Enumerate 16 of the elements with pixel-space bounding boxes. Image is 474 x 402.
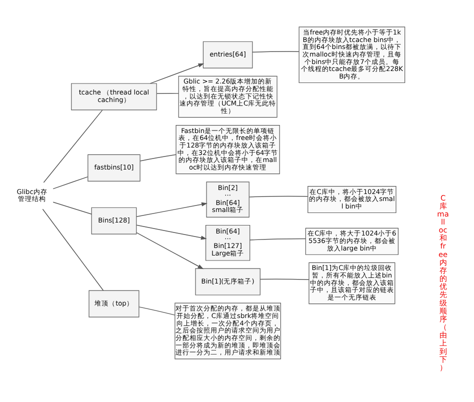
arrow [150, 63, 204, 84]
connector [250, 238, 306, 240]
connector [249, 196, 308, 198]
connector [252, 51, 300, 53]
connector [138, 306, 176, 316]
connector [52, 176, 88, 190]
connector [52, 202, 92, 214]
connector [260, 278, 310, 280]
label: C库malloc和free内存的优先级顺序（由上到下） [437, 193, 449, 372]
arrow [136, 202, 208, 218]
connector [43, 110, 103, 183]
connector [140, 154, 176, 162]
connector [42, 208, 104, 291]
connector [156, 93, 179, 94]
arrow [136, 224, 207, 240]
arrow [136, 232, 204, 270]
